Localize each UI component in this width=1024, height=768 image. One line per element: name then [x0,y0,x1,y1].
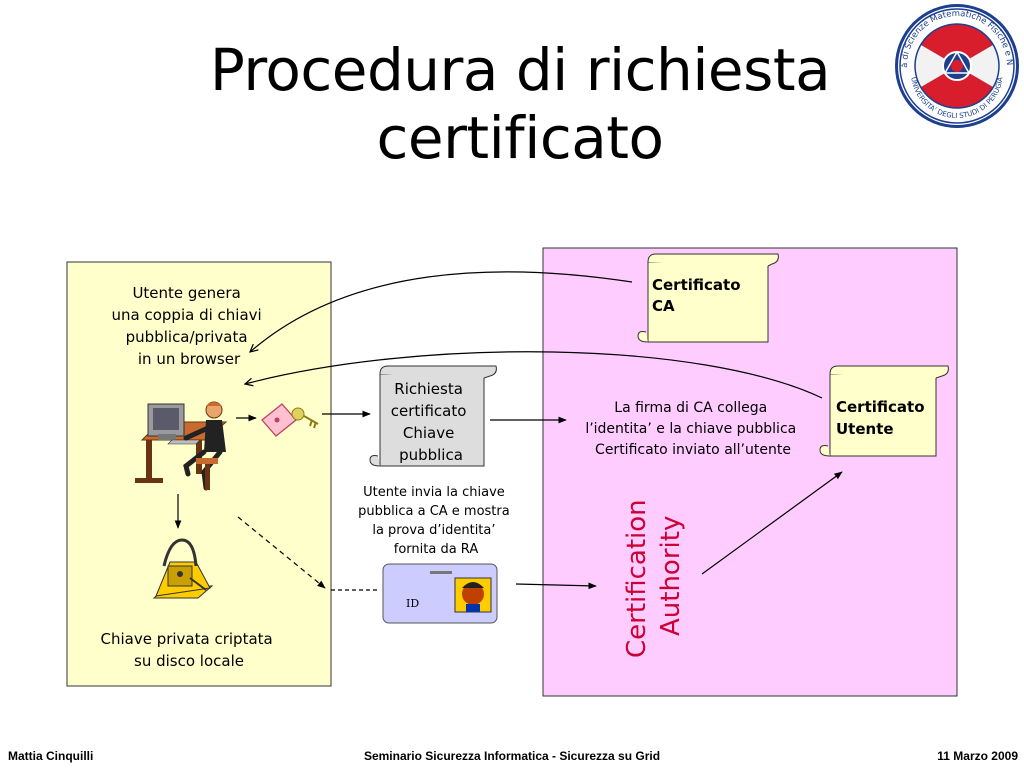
footer-date: 11 Marzo 2009 [937,749,1018,763]
footer-author: Mattia Cinquilli [8,749,94,763]
arrow-user-certificate-to-browser [245,351,823,399]
footer-seminar-title: Seminario Sicurezza Informatica - Sicure… [363,749,661,763]
send-note-line: fornita da RA [394,542,479,557]
request-line: Richiesta [394,380,463,398]
user-at-computer-icon [135,401,228,491]
ca-certificate-line: CA [652,297,675,315]
arrow-id-card-to-ca [515,582,597,590]
user-intro-line: una coppia di chiavi [112,306,262,324]
slide-title-line-2: certificato [376,104,664,172]
slide-title: Procedura di richiesta certificato [100,36,940,172]
ca-certificate-line: Certificato [652,276,741,294]
ca-description-line: l’identita’ e la chiave pubblica [585,421,796,437]
user-intro-line: Utente genera [132,284,240,302]
ca-description-line: La firma di CA collega [614,400,767,416]
university-seal-logo: Facoltà di Scienze Matematiche Fisiche e… [893,2,1019,128]
arrow-ca-to-user-certificate [701,471,843,575]
request-line: certificato [391,402,467,420]
request-scroll-text: Richiesta certificato Chiave pubblica [391,380,471,464]
key-pair-icon [261,403,319,437]
private-key-line: Chiave privata criptata [100,630,272,648]
user-certificate-line: Certificato [836,398,925,416]
id-card [382,563,498,624]
authority-line: Authority [656,516,686,636]
send-note-line: pubblica a CA e mostra [358,504,510,519]
private-key-text: Chiave privata criptata su disco locale [100,630,277,670]
send-note-line: Utente invia la chiave [363,485,505,500]
user-certificate-text: Certificato Utente [836,398,930,438]
user-certificate-scroll [819,365,949,457]
user-intro-text: Utente genera una coppia di chiavi pubbl… [112,284,267,368]
arrow-ca-certificate-to-browser [250,271,633,352]
arrow-person-to-id-card [237,516,326,589]
user-certificate-line: Utente [836,420,894,438]
authority-line: Certification [622,499,652,658]
certification-authority-label: Certification Authority [622,491,686,658]
private-key-lock-icon [152,538,214,599]
user-intro-line: pubblica/privata [126,328,248,346]
slide-title-line-1: Procedura di richiesta [209,36,831,104]
send-note-line: la prova d’identita’ [372,523,495,538]
request-line: pubblica [399,446,463,464]
request-line: Chiave [403,424,454,442]
ca-certificate-text: Certificato CA [652,276,746,315]
request-scroll [369,365,497,467]
user-intro-line: in un browser [138,350,241,368]
send-note-text: Utente invia la chiave pubblica a CA e m… [358,485,514,557]
ca-certificate-scroll [637,253,779,343]
ca-description-line: Certificato inviato all’utente [595,442,791,458]
ca-description-text: La firma di CA collega l’identita’ e la … [585,400,800,458]
id-card-label: ID [406,597,419,610]
private-key-line: su disco locale [134,652,244,670]
